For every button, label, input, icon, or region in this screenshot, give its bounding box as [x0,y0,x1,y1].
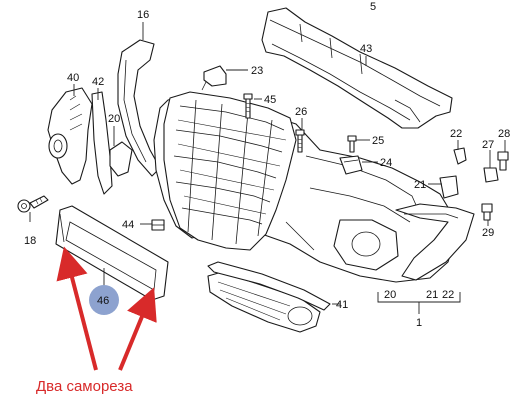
hardware-23-bracket [201,65,227,91]
part-labels: 16 5 43 23 40 42 45 20 26 25 22 28 24 27… [24,1,510,329]
label-1: 1 [416,317,422,329]
part-41-lower-grille [207,261,331,333]
label-24: 24 [380,157,392,169]
leader-lines [29,22,506,314]
hardware-26-bolt [295,129,305,153]
label-20-left: 20 [108,113,120,125]
hardware-24-clip [339,155,363,175]
part-5-crossmember [261,7,453,129]
label-42: 42 [92,76,104,88]
label-20-group: 20 [384,289,396,301]
label-5: 5 [370,1,376,13]
hardware-25-screw [347,135,357,153]
hardware-28-bolt [497,151,509,171]
label-43: 43 [360,43,372,55]
hardware-44-clip [151,219,165,231]
badge-46: 46 [89,285,119,315]
label-27: 27 [482,139,494,151]
label-21-right: 21 [414,179,426,191]
label-26: 26 [295,106,307,118]
label-23: 23 [251,65,263,77]
label-41: 41 [336,299,348,311]
label-21-group: 21 [426,289,438,301]
annotation-arrows [56,246,157,371]
hardware-27-nut [483,167,499,183]
hardware-45-bolt [243,93,253,119]
part-18-tow-eye [17,195,49,213]
label-29: 29 [482,227,494,239]
label-25: 25 [372,135,384,147]
label-18: 18 [24,235,36,247]
hardware-22-clip [453,147,467,165]
part-42-trim-left [91,91,113,195]
label-46: 46 [97,295,109,307]
radiator-grille [163,91,297,251]
part-21-side-strip [395,203,475,281]
part-40-grille-left [47,87,93,185]
red-arrow-left [56,246,98,371]
label-44: 44 [122,219,134,231]
part-20-cover-left [109,141,133,177]
label-16: 16 [137,9,149,21]
label-28: 28 [498,128,510,140]
badge-46-circle [89,285,119,315]
label-22-group: 22 [442,289,454,301]
label-22: 22 [450,128,462,140]
hardware-29-bolt [481,203,493,221]
annotation-caption: Два самореза [36,378,133,395]
label-45: 45 [264,94,276,106]
part-16-trim-strip [117,39,161,177]
red-arrow-right [118,287,157,371]
label-40: 40 [67,72,79,84]
hardware-21-bracket [439,175,459,199]
